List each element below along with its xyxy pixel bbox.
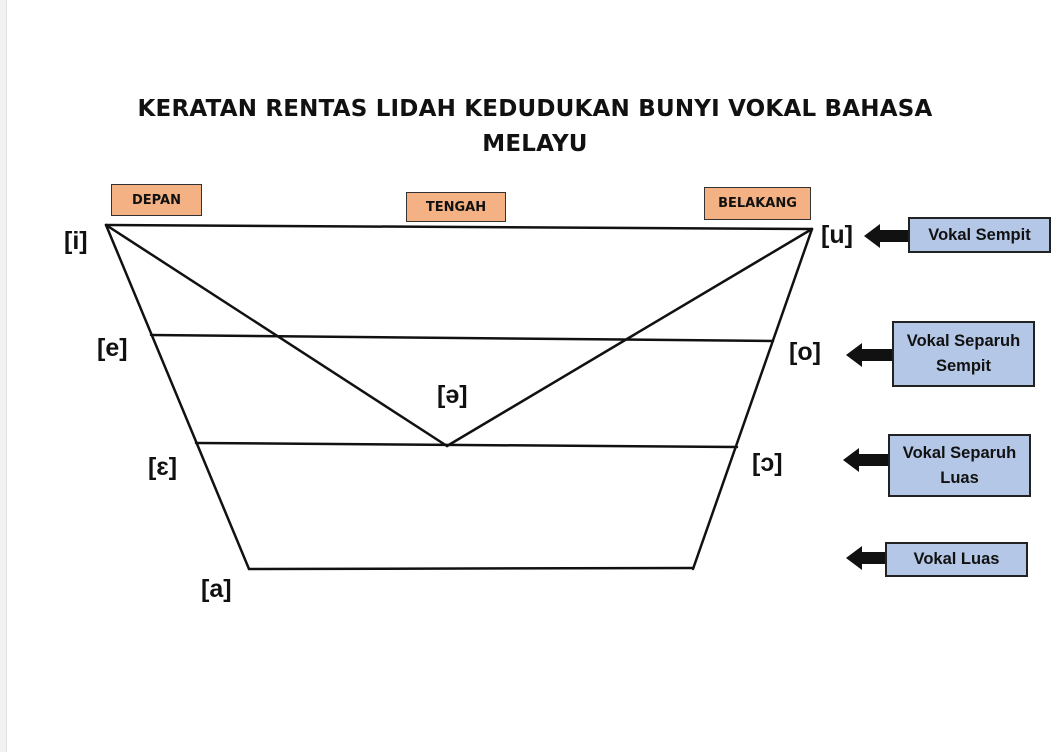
line-open-mid <box>194 441 739 449</box>
position-box-back: BELAKANG <box>704 187 811 220</box>
position-box-front: DEPAN <box>111 184 202 216</box>
height-label-open-mid-line-1: Vokal Separuh <box>902 443 1017 462</box>
height-label-open-mid-line-2: Luas <box>940 468 979 487</box>
line-bottom-open <box>247 566 695 571</box>
vowel-e: [e] <box>97 334 128 362</box>
position-label-front: DEPAN <box>132 192 181 208</box>
line-left-front <box>104 223 251 571</box>
height-label-open: Vokal Luas <box>913 550 1000 568</box>
title-line-2: MELAYU <box>482 131 588 157</box>
line-i-to-schwa <box>104 223 449 448</box>
height-box-open-mid: Vokal Separuh Luas <box>888 434 1031 497</box>
vowel-open-o: [ɔ] <box>752 449 783 477</box>
height-label-close-mid-line-1: Vokal Separuh <box>906 332 1021 350</box>
arrow-close-icon <box>864 224 908 248</box>
height-label-close: Vokal Sempit <box>928 225 1031 244</box>
vowel-a: [a] <box>201 575 232 603</box>
title-line-1: KERATAN RENTAS LIDAH KEDUDUKAN BUNYI VOK… <box>137 96 933 122</box>
height-box-close-mid: Vokal Separuh Sempit <box>892 321 1035 387</box>
vowel-i: [i] <box>64 227 88 255</box>
vowel-u: [u] <box>821 221 853 249</box>
page-margin <box>0 0 7 752</box>
vowel-schwa: [ə] <box>437 381 468 409</box>
position-label-central: TENGAH <box>425 199 487 215</box>
line-right-back <box>691 227 814 571</box>
height-box-close: Vokal Sempit <box>908 217 1051 253</box>
position-box-central: TENGAH <box>406 192 506 222</box>
arrow-open-mid-icon <box>843 448 889 472</box>
height-box-open: Vokal Luas <box>885 542 1028 577</box>
height-label-close-mid-line-2: Sempit <box>935 357 991 375</box>
line-close-mid <box>149 333 775 343</box>
vowel-o: [o] <box>789 338 821 366</box>
arrow-close-mid-icon <box>846 343 893 367</box>
vowel-epsilon: [ɛ] <box>148 453 178 481</box>
position-label-back: BELAKANG <box>718 196 797 211</box>
line-top-close <box>104 223 814 231</box>
line-u-to-schwa <box>445 227 814 448</box>
diagram-title: KERATAN RENTAS LIDAH KEDUDUKAN BUNYI VOK… <box>100 92 970 162</box>
arrow-open-icon <box>846 546 886 570</box>
